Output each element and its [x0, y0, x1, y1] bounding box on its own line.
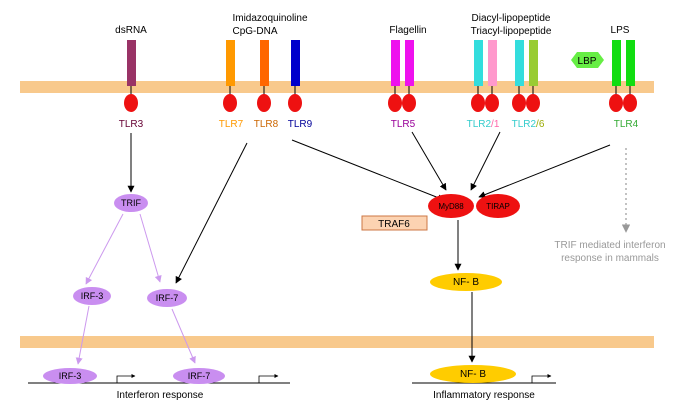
receptor-tlr8 — [257, 40, 271, 112]
node-tirap: TIRAP — [476, 194, 520, 218]
note-trif-mediated-line1: TRIF mediated interferon — [554, 240, 665, 251]
receptor-tlr7 — [223, 40, 237, 112]
ligand-diacyl-lipopeptide: Diacyl-lipopeptide — [472, 13, 551, 24]
arrow-tlr4-to-myd88 — [478, 144, 611, 198]
arrow-tlr2-to-myd88 — [470, 131, 501, 191]
plasma-membrane — [20, 81, 654, 93]
svg-text:IRF-3: IRF-3 — [59, 371, 82, 381]
nucleus-irf7: IRF-7 — [173, 368, 225, 384]
ligand-lps: LPS — [611, 25, 630, 36]
receptor-tlr5 — [388, 40, 416, 112]
nuclear-membrane — [20, 336, 654, 348]
ligand-dsrna: dsRNA — [115, 25, 147, 36]
svg-text:NF- B: NF- B — [460, 369, 486, 380]
gene-inflammatory — [412, 374, 556, 384]
arrow-tlr9-to-myd88 — [291, 139, 445, 201]
label-tlr4: TLR4 — [614, 119, 639, 130]
svg-text:TIRAP: TIRAP — [486, 202, 510, 211]
label-tlr2-1: TLR2/1 — [467, 119, 500, 130]
nucleus-irf3: IRF-3 — [43, 368, 97, 384]
arrow-tlr8-to-irf7 — [175, 142, 248, 284]
svg-text:NF- B: NF- B — [453, 277, 479, 288]
label-tlr8: TLR8 — [254, 119, 279, 130]
node-nfkb: NF- B — [430, 273, 502, 291]
receptor-tlr4 — [609, 40, 637, 112]
receptor-tlr9 — [288, 40, 302, 112]
node-trif: TRIF — [114, 194, 148, 212]
label-tlr2-6: TLR2/6 — [512, 119, 545, 130]
label-tlr5: TLR5 — [391, 119, 416, 130]
node-irf3: IRF-3 — [73, 287, 111, 305]
arrow-irf7-to-nucleus — [171, 308, 196, 364]
svg-text:TRAF6: TRAF6 — [378, 219, 410, 230]
svg-text:MyD88: MyD88 — [438, 202, 464, 211]
svg-text:IRF-7: IRF-7 — [188, 371, 211, 381]
arrow-trif-to-irf3 — [85, 213, 124, 285]
label-tlr9: TLR9 — [288, 119, 313, 130]
nucleus-nfkb: NF- B — [430, 365, 516, 383]
ligand-triacyl-lipopeptide: Triacyl-lipopeptide — [471, 26, 552, 37]
ligand-flagellin: Flagellin — [389, 25, 426, 36]
ligand-imidazoquinoline: Imidazoquinoline — [232, 13, 307, 24]
arrow-tlr5-to-myd88 — [411, 131, 447, 191]
node-irf7: IRF-7 — [147, 289, 187, 307]
svg-text:IRF-3: IRF-3 — [81, 291, 104, 301]
ligand-cpg-dna: CpG-DNA — [232, 26, 277, 37]
receptor-tlr2-tlr1 — [471, 40, 499, 112]
caption-inflammatory-response: Inflammatory response — [433, 390, 535, 401]
label-tlr7: TLR7 — [219, 119, 244, 130]
svg-text:TRIF: TRIF — [121, 198, 141, 208]
svg-text:LBP: LBP — [578, 56, 597, 67]
receptor-tlr3 — [124, 40, 138, 112]
node-myd88: MyD88 — [428, 194, 474, 218]
receptor-tlr2-tlr6 — [512, 40, 540, 112]
lbp-badge: LBP — [571, 52, 604, 68]
node-traf6: TRAF6 — [361, 215, 428, 231]
arrow-irf3-to-nucleus — [75, 305, 90, 365]
caption-interferon-response: Interferon response — [117, 390, 204, 401]
svg-text:IRF-7: IRF-7 — [156, 293, 179, 303]
label-tlr3: TLR3 — [119, 119, 144, 130]
arrow-trif-to-irf7 — [139, 213, 162, 283]
note-trif-mediated-line2: response in mammals — [561, 253, 659, 264]
